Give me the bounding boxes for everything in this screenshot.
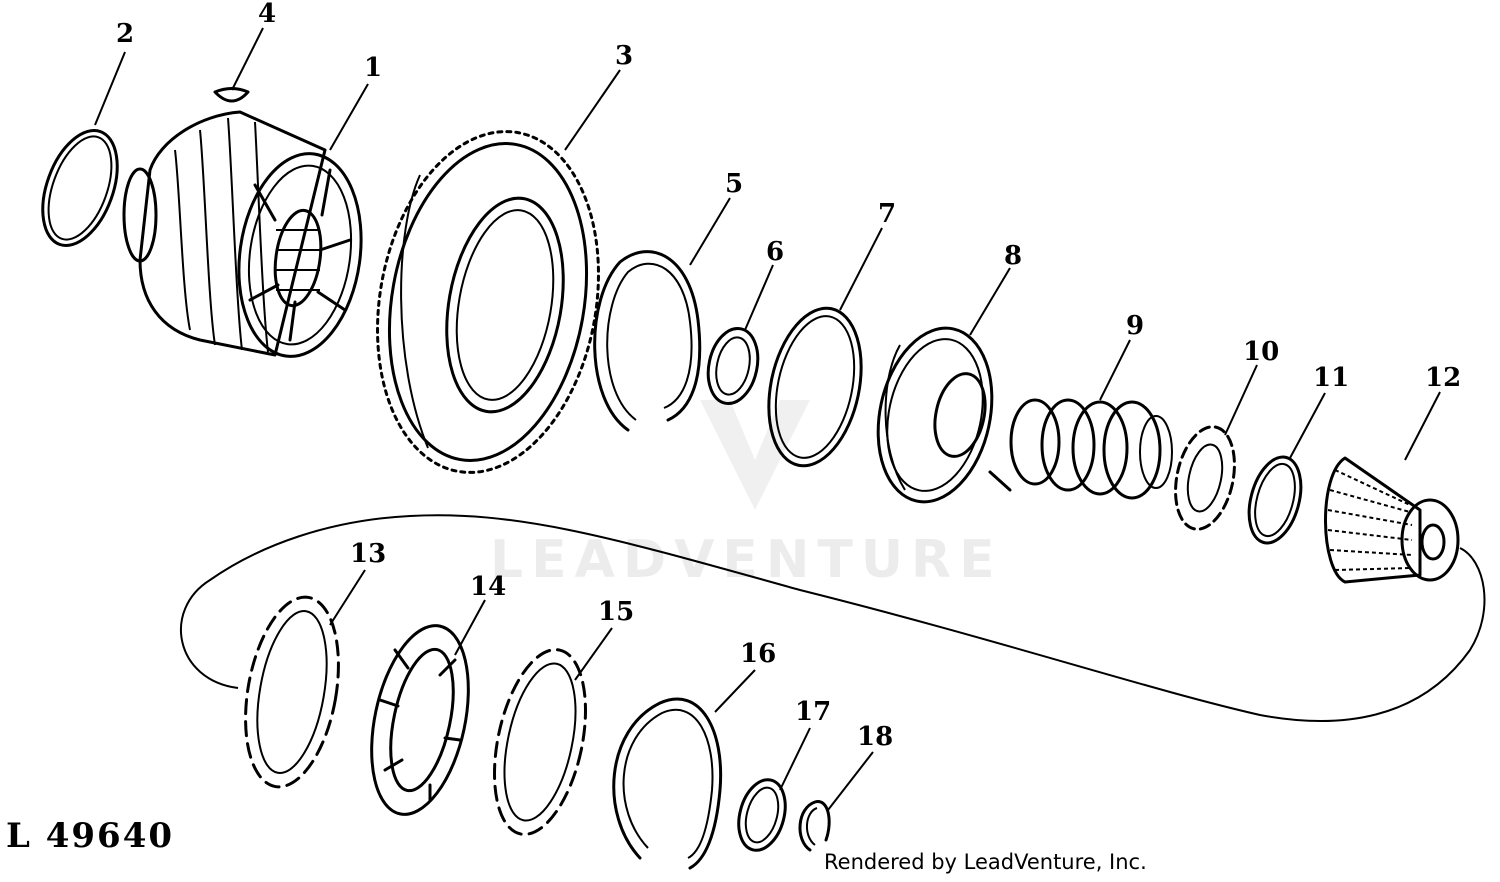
watermark-text: LEADVENTURE [490,530,1003,590]
part-14-friction-disk [370,624,470,816]
part-17-small-ring [737,778,787,852]
part-9-spring [988,398,1173,500]
part-16-snap-ring [612,697,723,870]
callout-14: 14 [470,572,506,602]
part-12-hub [1324,456,1460,584]
group-boundary-line [180,514,1486,723]
part-4-key [213,87,250,103]
render-credit: Rendered by LeadVenture, Inc. [824,850,1147,874]
callout-8: 8 [1004,241,1022,271]
callout-10: 10 [1243,337,1279,367]
callout-7: 7 [878,199,896,229]
callout-labels: 2 4 1 3 5 6 7 8 9 10 11 12 13 14 15 16 1… [116,0,1461,752]
part-8-piston [876,326,994,504]
callout-18: 18 [857,722,893,752]
callout-4: 4 [258,0,276,29]
callout-17: 17 [795,697,831,727]
callout-2: 2 [116,19,134,49]
part-11-snap-ring [1247,455,1303,545]
part-18-small-snap-ring [798,800,831,852]
callout-5: 5 [725,169,743,199]
figure-id-label: L 49640 [6,816,175,856]
part-15-steel-plate [493,648,587,836]
part-7-o-ring [767,306,863,468]
callout-3: 3 [615,41,633,71]
watermark-logo [700,400,810,510]
callout-12: 12 [1425,363,1461,393]
part-13-steel-plate [244,595,340,789]
callout-16: 16 [740,639,776,669]
callout-6: 6 [766,237,784,267]
callout-1: 1 [364,53,382,83]
part-1-clutch-drum [122,110,363,358]
callout-9: 9 [1126,311,1144,341]
part-3-large-gear [376,130,600,474]
callout-11: 11 [1313,363,1349,393]
part-6-small-ring [706,326,760,406]
callout-13: 13 [350,539,386,569]
part-2-o-ring [41,128,119,248]
part-10-spring-retainer [1174,425,1236,531]
part-5-snap-ring [593,250,702,432]
callout-15: 15 [598,597,634,627]
leader-lines [94,27,1441,811]
